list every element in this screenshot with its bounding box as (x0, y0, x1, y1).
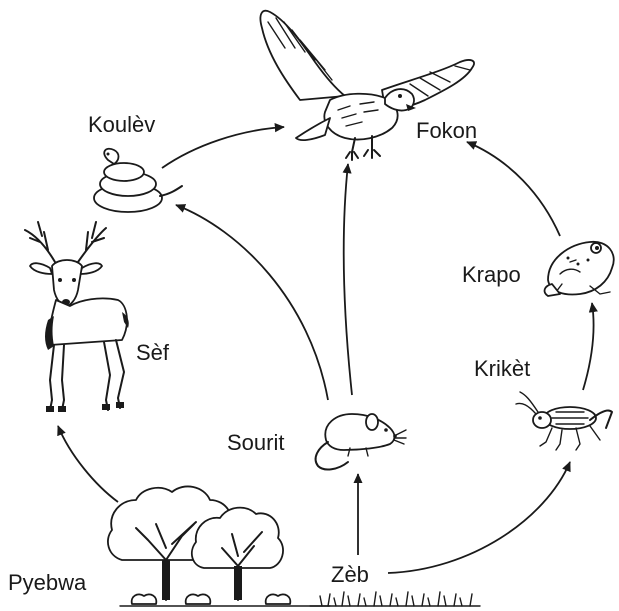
label-sourit: Sourit (227, 430, 284, 455)
snake-illustration (94, 149, 182, 212)
arrow-sourit-to-koulev (176, 205, 328, 400)
arrow-pyebwa-to-sef (58, 426, 118, 502)
arrow-koulev-to-fokon (162, 127, 284, 168)
trees-illustration (108, 486, 330, 606)
arrow-krapo-to-fokon (467, 142, 560, 236)
label-zeb: Zèb (331, 562, 369, 587)
grass-illustration (310, 592, 480, 606)
arrow-sourit-to-fokon (344, 164, 352, 395)
frog-illustration (545, 242, 614, 296)
label-krapo: Krapo (462, 262, 521, 287)
arrow-zeb-to-kriket (388, 462, 570, 573)
cricket-illustration (516, 392, 612, 450)
label-fokon: Fokon (416, 118, 477, 143)
arrow-kriket-to-krapo (583, 303, 594, 390)
deer-illustration (25, 222, 129, 412)
label-kriket: Krikèt (474, 356, 530, 381)
label-sef: Sèf (136, 340, 170, 365)
mouse-illustration (316, 414, 406, 469)
label-koulev: Koulèv (88, 112, 155, 137)
label-pyebwa: Pyebwa (8, 570, 87, 595)
